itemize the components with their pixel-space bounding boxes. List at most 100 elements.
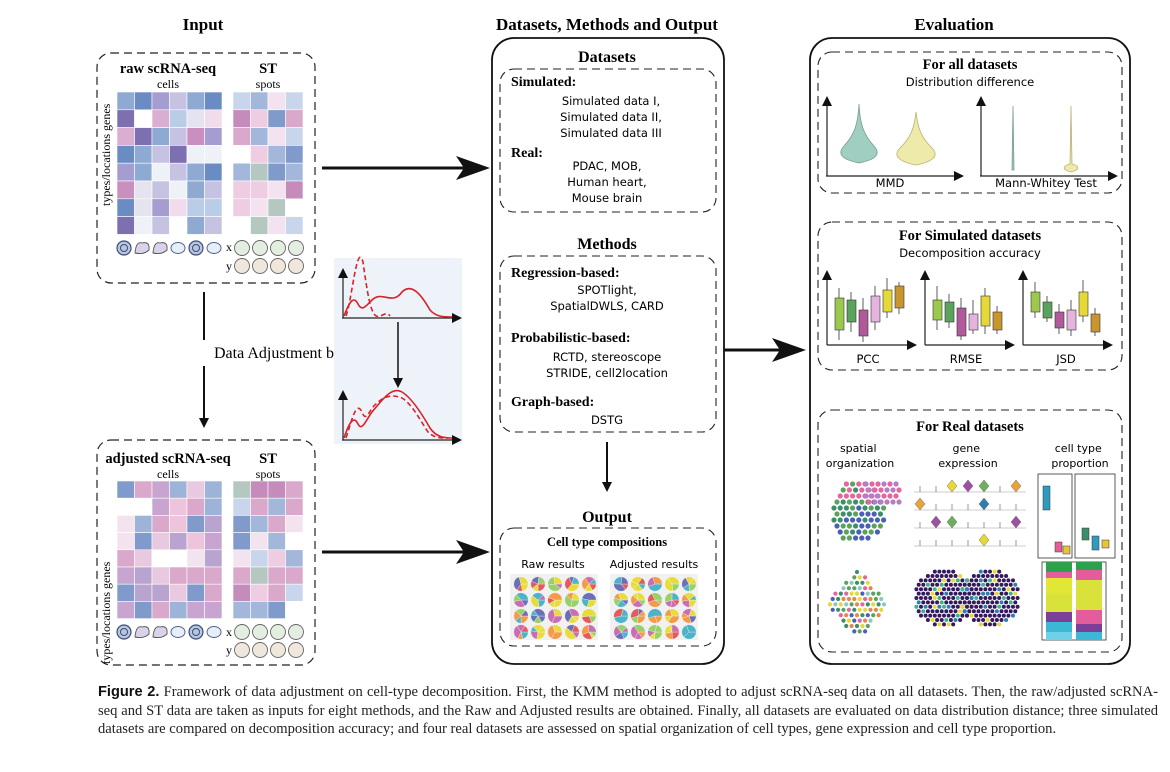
expression-spot <box>965 596 969 600</box>
spatial-spot <box>857 586 862 591</box>
spatial-spot <box>893 493 899 499</box>
expression-spot <box>962 600 967 605</box>
kmm-density-before <box>338 256 462 323</box>
expression-spot <box>937 622 942 627</box>
gene-violin <box>978 497 990 511</box>
expression-spot <box>985 609 990 614</box>
heatmap-cell <box>134 532 153 551</box>
expression-spot <box>937 587 942 592</box>
expression-spot <box>992 569 997 574</box>
stacked-segment <box>1076 632 1102 640</box>
spatial-spot <box>838 613 843 618</box>
expression-spot <box>974 604 979 609</box>
stacked-segment <box>1076 624 1102 632</box>
heatmap-cell <box>151 532 170 551</box>
expression-spot <box>942 604 946 609</box>
gene-expression-violins <box>914 479 1026 547</box>
expression-spot <box>988 596 992 600</box>
expression-spot <box>997 578 1002 583</box>
spatial-spot <box>865 580 870 585</box>
expression-spot <box>958 574 963 578</box>
expression-spot <box>971 591 976 596</box>
stacked-segment <box>1046 612 1072 622</box>
spot-icon <box>234 258 250 274</box>
pie-slice <box>613 615 629 624</box>
pie-slice <box>581 608 597 618</box>
spot-icon <box>252 240 268 256</box>
spatial-spot <box>856 529 862 535</box>
proportion-box <box>1091 535 1100 551</box>
spatial-spot <box>865 623 870 629</box>
expression-spot <box>951 604 956 609</box>
spatial-spot <box>876 613 881 618</box>
expression-spot <box>978 622 983 627</box>
expression-spot <box>925 591 930 596</box>
expression-spot <box>974 587 979 592</box>
spatial-spot <box>865 523 871 529</box>
boxplot-box <box>882 289 893 313</box>
heatmap-cell <box>204 180 223 200</box>
expression-spot <box>953 574 958 578</box>
expression-spot <box>921 591 926 596</box>
pie-slice <box>548 592 563 601</box>
expression-spot <box>1011 604 1015 609</box>
boxplot-box <box>1042 301 1053 319</box>
expression-spot <box>951 587 956 592</box>
spatial-spot <box>874 517 881 523</box>
spatial-spot <box>887 481 893 487</box>
pie-slice <box>620 627 629 633</box>
datasets-box <box>499 68 717 213</box>
heatmap-cell <box>250 198 269 217</box>
heatmap-cell <box>134 566 153 585</box>
spatial-spot <box>859 523 865 529</box>
heatmap-cell <box>116 583 135 602</box>
heatmap-cell <box>204 480 223 499</box>
expression-spot <box>978 604 983 609</box>
expression-spot <box>994 591 999 596</box>
heatmap-cell <box>267 198 286 217</box>
spot-icon <box>270 240 286 256</box>
expression-spot <box>978 578 983 583</box>
pie-slice <box>671 592 680 601</box>
spatial-spot <box>840 487 846 493</box>
boxplot-box <box>1090 313 1101 333</box>
spatial-spot <box>881 602 887 607</box>
expression-spot <box>981 574 986 578</box>
real-item-1: PDAC, MOB, <box>572 159 641 173</box>
expression-spot <box>953 600 958 605</box>
heatmap-cell <box>134 180 153 200</box>
heatmap-cell <box>186 198 205 217</box>
spatial-spot <box>833 591 838 596</box>
adjusted-input-panel <box>96 439 316 666</box>
spatial-spot <box>838 602 843 607</box>
heatmap-cell <box>232 515 251 533</box>
heatmap-cell <box>285 532 304 551</box>
spatial-spot <box>854 613 860 618</box>
expression-spot <box>939 618 944 622</box>
raw-x-label: x <box>226 240 232 254</box>
expression-spot <box>944 582 949 587</box>
heatmap-cell <box>232 497 251 516</box>
expression-spot <box>965 613 969 618</box>
expression-spot <box>921 609 926 614</box>
expression-spot <box>969 587 974 592</box>
spatial-spot <box>853 511 859 517</box>
expression-spot <box>935 591 940 596</box>
spatial-spot <box>857 575 862 580</box>
spatial-spot <box>846 586 852 591</box>
spatial-spot <box>866 499 872 505</box>
pie-slice <box>537 576 546 585</box>
expression-spot <box>1004 582 1009 587</box>
spatial-spot <box>863 596 868 602</box>
gene-violin <box>946 479 958 493</box>
adjusted-results-pie-grid <box>610 574 698 640</box>
spatial-spot <box>846 523 853 529</box>
spot-icon <box>288 642 304 658</box>
expression-spot <box>994 618 999 622</box>
expression-spot <box>939 600 944 605</box>
middle-heading: Datasets, Methods and Output <box>496 15 718 34</box>
spot-icon <box>288 240 304 256</box>
heatmap-cell <box>151 162 170 182</box>
heatmap-cell <box>169 216 188 235</box>
pie-slice <box>518 576 529 585</box>
